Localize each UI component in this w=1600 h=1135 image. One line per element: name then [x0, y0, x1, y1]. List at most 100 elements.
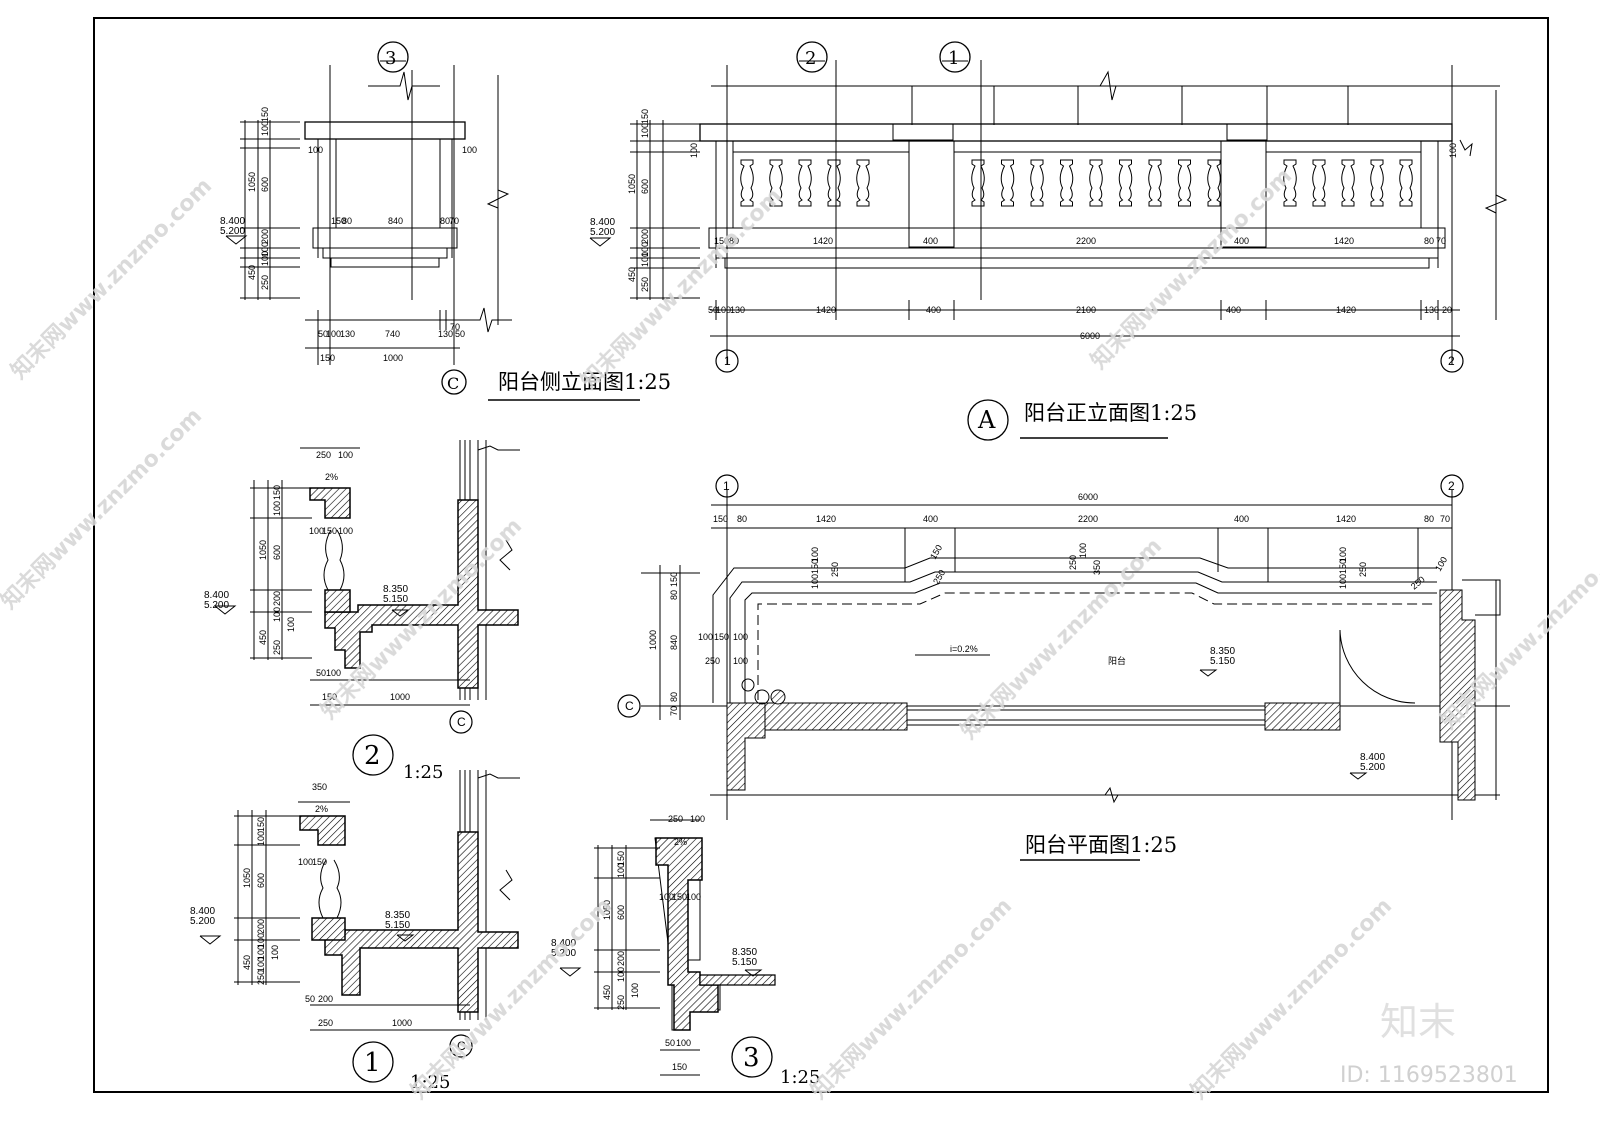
watermark-text: 知末网www.znzmo.com — [806, 893, 1017, 1104]
side-v-100c: 100 — [260, 251, 270, 266]
front-lo-50: 50 — [708, 305, 718, 315]
plan-floor-top: 8.350 — [1210, 646, 1235, 657]
side-dim-100l: 100 — [308, 145, 323, 155]
baluster — [971, 159, 985, 207]
sec1-v-450: 450 — [242, 955, 252, 970]
plan-in-100: 100 — [810, 574, 820, 589]
sec3-v-1050: 1050 — [602, 900, 612, 920]
front-lo-100: 100 — [716, 305, 731, 315]
side-dim-840: 840 — [388, 216, 403, 226]
sec2-b-100: 100 — [326, 668, 341, 678]
side-v-450: 450 — [247, 265, 257, 280]
watermark-id: ID: 1169523801 — [1340, 1063, 1518, 1088]
sec1-v-100b: 100 — [256, 933, 266, 948]
sec2-v-100: 100 — [272, 501, 282, 516]
watermark-text: 知末网www.znzmo.com — [406, 893, 617, 1104]
sec1-v-600: 600 — [256, 873, 266, 888]
sec2-v-450: 450 — [258, 630, 268, 645]
sec2-in-150: 150 — [322, 526, 337, 536]
sec1-b-250: 250 — [318, 1018, 333, 1028]
sec1-v-100e: 100 — [270, 945, 280, 960]
watermark-text: 知末网www.znzmo.com — [576, 183, 787, 394]
baluster — [1030, 159, 1044, 207]
sec1-v-100d: 100 — [256, 957, 266, 972]
sec1-v-150: 150 — [256, 817, 266, 832]
sec2-top-250: 250 — [316, 450, 331, 460]
plan-total-6000: 6000 — [1078, 492, 1098, 502]
sec3-number: 3 — [743, 1043, 760, 1073]
sec1-b-50: 50 — [305, 994, 315, 1004]
front-callout-a: A — [977, 406, 996, 434]
sec3-b-150: 150 — [672, 1062, 687, 1072]
front-v-100c: 100 — [640, 252, 650, 267]
side-v-100b: 100 — [260, 242, 270, 257]
plan-left-840: 840 — [669, 635, 679, 650]
plan-left-100c: 100 — [733, 656, 748, 666]
side-v-600: 600 — [260, 177, 270, 192]
sec3-level-bottom: 5.200 — [551, 948, 576, 959]
sec1-v-1050: 1050 — [242, 868, 252, 888]
plan-top-80b: 80 — [1424, 514, 1434, 524]
watermark-brand: 知末 — [1380, 1000, 1456, 1044]
sec1-v-100c: 100 — [256, 945, 266, 960]
front-up-1420b: 1420 — [1334, 236, 1354, 246]
baluster-row — [740, 159, 1413, 207]
sec2-v-1050: 1050 — [258, 540, 268, 560]
sec1-b-200: 200 — [318, 994, 333, 1004]
sec3-slope: 2% — [674, 837, 687, 847]
front-lo-2100: 2100 — [1076, 305, 1096, 315]
plan-in-150: 150 — [810, 559, 820, 574]
front-lo-20: 20 — [1442, 305, 1452, 315]
side-v-1050: 1050 — [247, 172, 257, 192]
side-bot-100: 100 — [326, 329, 341, 339]
watermark-layer: 知末网www.znzmo.com 知末网www.znzmo.com 知末网www… — [0, 163, 1600, 1104]
front-total-6000: 6000 — [1080, 331, 1100, 341]
sec3-b-100: 100 — [676, 1038, 691, 1048]
sec1-scale: 1:25 — [410, 1072, 450, 1093]
sec2-in-100: 100 — [309, 526, 324, 536]
sec3-floor-top: 8.350 — [732, 947, 757, 958]
side-v-200: 200 — [260, 229, 270, 244]
side-bot-150: 150 — [320, 353, 335, 363]
plan-room-label: 阳台 — [1108, 655, 1126, 666]
sec1-level-bottom: 5.200 — [190, 916, 215, 927]
front-lo-400b: 400 — [1226, 305, 1241, 315]
plan-top-150: 150 — [713, 514, 728, 524]
side-bot-50: 50 — [318, 329, 328, 339]
baluster — [1118, 159, 1133, 207]
front-up-400: 400 — [923, 236, 938, 246]
baluster — [1341, 159, 1355, 207]
front-up-1420: 1420 — [813, 236, 833, 246]
sec1-in-100: 100 — [298, 857, 313, 867]
plan-axis-1: 1 — [723, 479, 730, 493]
front-up-70: 70 — [1436, 236, 1446, 246]
baluster — [1312, 159, 1326, 207]
front-lo-400: 400 — [926, 305, 941, 315]
plan-in-250: 250 — [830, 562, 840, 577]
side-elevation — [225, 41, 640, 401]
front-lo-130: 130 — [730, 305, 745, 315]
sec1-top-350: 350 — [312, 782, 327, 792]
watermark-text: 知末网www.znzmo.com — [6, 173, 217, 384]
sec2-b-50: 50 — [316, 668, 326, 678]
front-up-150: 150 — [714, 236, 729, 246]
section-2 — [214, 440, 520, 776]
sec1-in-150: 150 — [312, 857, 327, 867]
plan-r-100c: 100 — [1433, 555, 1449, 573]
plan-left-100b: 100 — [733, 632, 748, 642]
plan-left-100: 100 — [698, 632, 713, 642]
sec2-floor-top: 8.350 — [383, 584, 408, 595]
plan-level-top: 8.400 — [1360, 752, 1385, 763]
plan-r-100b: 100 — [1338, 547, 1348, 562]
sec2-v-100c: 100 — [286, 617, 296, 632]
sec3-v-100c: 100 — [630, 983, 640, 998]
side-bot-50b: 50 — [455, 329, 465, 339]
front-lo-1420: 1420 — [816, 305, 836, 315]
side-bot-70: 70 — [450, 322, 460, 332]
side-dim-100r: 100 — [462, 145, 477, 155]
sec2-v-200: 200 — [272, 591, 282, 606]
sec3-level-top: 8.400 — [551, 938, 576, 949]
sec2-level-bottom: 5.200 — [204, 600, 229, 611]
plan-slope: i=0.2% — [950, 644, 978, 654]
sheet-frame — [93, 17, 1549, 1093]
